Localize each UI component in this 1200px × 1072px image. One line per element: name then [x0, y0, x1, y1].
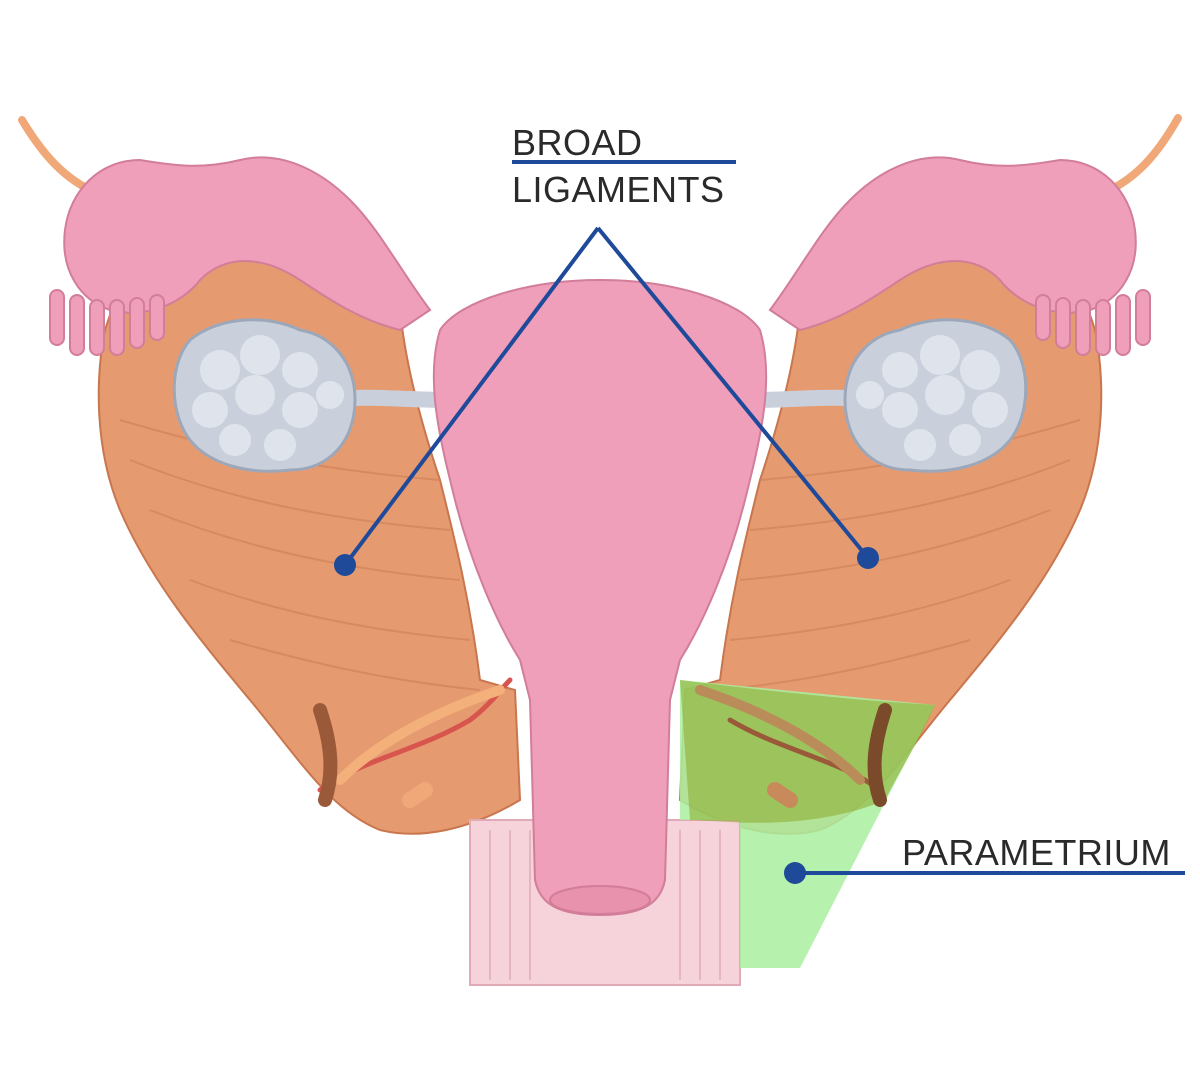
broad-ligaments-label-line2: LIGAMENTS	[512, 169, 725, 210]
left-ovary	[172, 318, 357, 473]
parametrium-marker	[784, 862, 806, 884]
parametrium-label: PARAMETRIUM	[902, 832, 1171, 873]
right-ovary	[843, 318, 1028, 473]
left-round-ligament	[18, 116, 94, 194]
right-round-ligament	[1106, 114, 1182, 194]
left-fimbriae	[49, 289, 165, 356]
right-broad-ligament-marker	[857, 547, 879, 569]
broad-ligaments-label-line1: BROAD	[512, 122, 643, 163]
uterus	[432, 278, 768, 917]
ligament-striations	[119, 419, 1081, 691]
cervix-os	[549, 885, 651, 915]
right-fimbriae	[1035, 289, 1151, 356]
vessels	[313, 677, 892, 808]
broad-ligament-leaders	[343, 160, 870, 567]
left-fallopian-tube	[63, 156, 432, 332]
left-broad-ligament-marker	[334, 554, 356, 576]
right-fallopian-tube	[768, 156, 1137, 332]
